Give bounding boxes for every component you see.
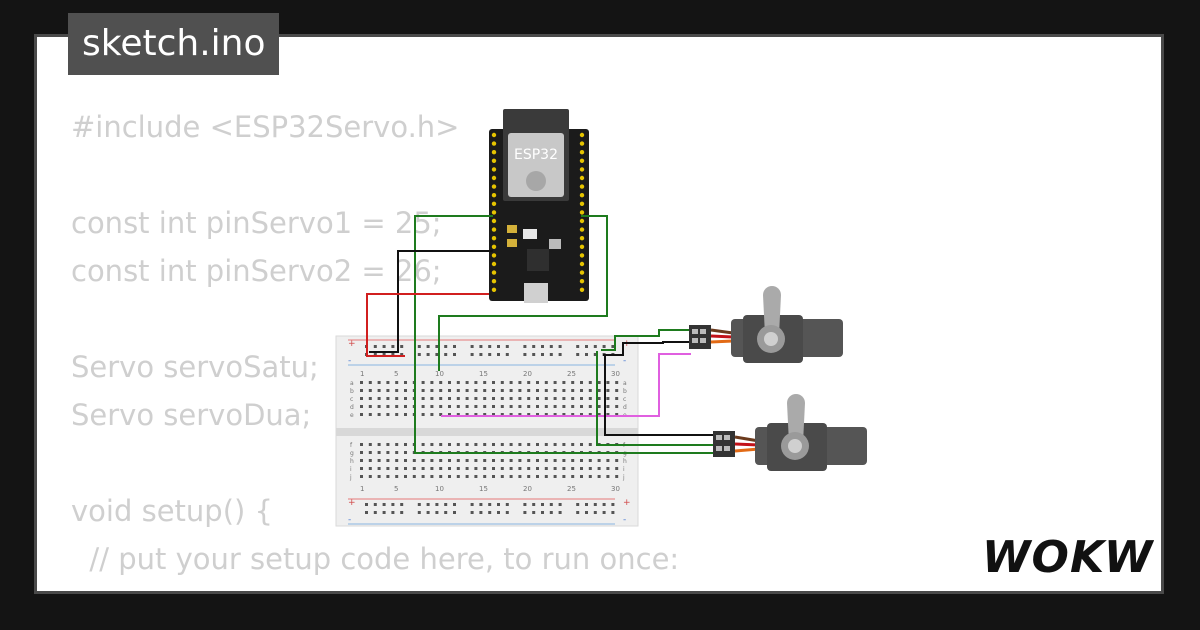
- code-line: void setup() {: [71, 494, 273, 528]
- code-line: const int pinServo2 = 26;: [71, 254, 442, 288]
- row-letter: d: [623, 404, 627, 411]
- column-number: 15: [479, 370, 488, 378]
- column-number: 25: [567, 485, 576, 493]
- esp32-header-pins: [491, 132, 585, 292]
- row-letter: e: [350, 412, 354, 419]
- row-letter: h: [623, 458, 627, 465]
- row-letter: h: [350, 458, 354, 465]
- wokwi-logo: WOKWi: [982, 532, 1154, 583]
- wire-black-servo1: [603, 341, 691, 356]
- filename-tab[interactable]: sketch.ino: [68, 13, 280, 75]
- row-letter: a: [350, 380, 354, 387]
- column-number: 20: [523, 370, 532, 378]
- rail-minus-label: -: [348, 515, 351, 525]
- column-number: 1: [360, 485, 364, 493]
- row-letter: f: [350, 442, 353, 449]
- wire-pink-signal: [441, 353, 691, 417]
- servo-horn-icon: [764, 332, 778, 346]
- servo-motor-1[interactable]: [689, 286, 843, 363]
- row-letter: a: [623, 380, 627, 387]
- rail-minus-label: -: [623, 356, 626, 366]
- rail-minus-label: -: [623, 515, 626, 525]
- rail-minus-label: -: [348, 356, 351, 366]
- column-number: 5: [394, 485, 398, 493]
- espressif-logo-icon: [526, 171, 546, 191]
- breadboard-holes: [360, 345, 619, 514]
- row-letter: c: [350, 396, 353, 403]
- row-letter: j: [349, 474, 352, 481]
- column-number: 10: [435, 370, 444, 378]
- wire-green-servo2: [596, 351, 715, 446]
- wire-black-servo2: [604, 354, 715, 436]
- code-line: // put your setup code here, to run once…: [71, 542, 680, 576]
- wire-green-servo1: [601, 329, 691, 351]
- row-letter: b: [350, 388, 354, 395]
- code-line: Servo servoSatu;: [71, 350, 319, 384]
- column-number: 20: [523, 485, 532, 493]
- column-number: 10: [435, 485, 444, 493]
- wires: [366, 215, 715, 454]
- row-letter: i: [623, 466, 625, 473]
- code-line: Servo servoDua;: [71, 398, 312, 432]
- row-letter: b: [623, 388, 627, 395]
- project-preview-card: #include <ESP32Servo.h> const int pinSer…: [34, 34, 1164, 594]
- code-preview: #include <ESP32Servo.h> const int pinSer…: [71, 103, 680, 591]
- wire-green-esp-to-breadboard: [414, 215, 601, 454]
- column-number: 1: [360, 370, 364, 378]
- servo-motor-2[interactable]: [713, 394, 867, 471]
- column-number: 15: [479, 485, 488, 493]
- rail-plus-label: +: [348, 339, 356, 349]
- circuit-diagram: + - + - + - + - 1 5 10 15 20 25 30 1 5 1…: [335, 109, 867, 527]
- column-number: 25: [567, 370, 576, 378]
- row-letter: i: [350, 466, 352, 473]
- wire-red-power: [366, 293, 489, 357]
- row-letter: g: [350, 450, 354, 457]
- rail-plus-label: +: [348, 498, 356, 508]
- servo-horn-icon: [788, 439, 802, 453]
- rail-plus-label: +: [623, 498, 631, 508]
- wokwi-logo-text: WOKWi: [982, 532, 1154, 583]
- column-number: 5: [394, 370, 398, 378]
- code-line: Serial.begin(115200);: [71, 583, 679, 591]
- esp32-board[interactable]: ESP32: [489, 109, 589, 303]
- wire-black-esp-gnd: [369, 250, 493, 353]
- wire-green-esp-to-breadboard: [438, 215, 608, 371]
- column-number: 30: [611, 485, 620, 493]
- code-line: const int pinServo1 = 25;: [71, 206, 442, 240]
- column-number: 30: [611, 370, 620, 378]
- row-letter: j: [622, 474, 625, 481]
- row-letter: d: [350, 404, 354, 411]
- row-letter: c: [623, 396, 626, 403]
- breadboard: + - + - + - + - 1 5 10 15 20 25 30 1 5 1…: [335, 335, 639, 527]
- code-line: #include <ESP32Servo.h>: [71, 110, 460, 144]
- esp32-label: ESP32: [514, 147, 558, 163]
